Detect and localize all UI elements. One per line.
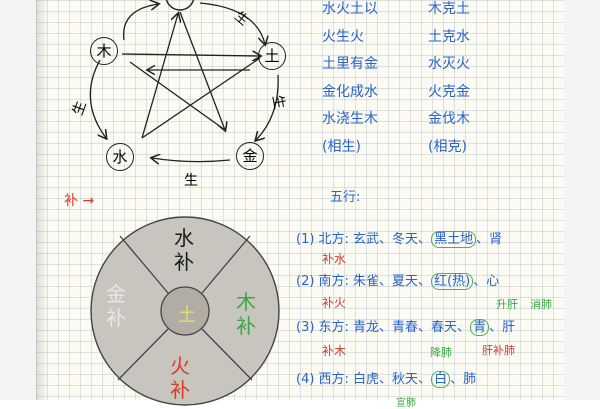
circle-north-label: 水 补 bbox=[174, 226, 194, 274]
note-line-3-suffix: 、肝 bbox=[489, 320, 516, 335]
ke-line-4: 火克金 bbox=[428, 83, 470, 100]
green-mark-3: 降肺 bbox=[430, 346, 452, 359]
red-marker: 补 → bbox=[64, 190, 94, 210]
south-note: 补 bbox=[170, 378, 190, 402]
note-line-4: (4) 西方: 白虎、秋天、白、肺 bbox=[296, 368, 477, 388]
red-mark-1: 补水 bbox=[322, 252, 347, 266]
top-node-circle bbox=[165, 0, 195, 11]
node-wood-label: 木 bbox=[96, 42, 112, 60]
node-metal-label: 金 bbox=[242, 147, 258, 165]
circle-south-label: 火 补 bbox=[170, 354, 190, 402]
red-side-note: 肝补肺 bbox=[482, 344, 515, 357]
five-elements-star-diagram bbox=[89, 0, 279, 190]
ke-line-3: 水灭火 bbox=[428, 56, 470, 72]
red-mark-3: 补木 bbox=[322, 344, 347, 358]
sheng-line-3: 土里有金 bbox=[322, 56, 378, 72]
page-edge-shadow bbox=[36, 0, 48, 400]
east-element: 木 bbox=[236, 290, 256, 314]
five-direction-circle bbox=[90, 216, 280, 406]
note-line-2-suffix: 、心 bbox=[473, 274, 500, 289]
west-note: 补 bbox=[106, 306, 126, 330]
north-element: 水 bbox=[174, 226, 194, 250]
red-marker-arrow: → bbox=[82, 193, 95, 209]
circle-west-label: 金 补 bbox=[106, 282, 126, 330]
east-note: 补 bbox=[236, 314, 256, 338]
node-earth: 土 bbox=[258, 42, 286, 70]
ke-line-2: 土克水 bbox=[428, 28, 470, 45]
note-line-3-prefix: (3) 东方: 青龙、青春、春天、 bbox=[296, 320, 471, 335]
circle-center-label: 土 bbox=[178, 305, 196, 326]
right-margin bbox=[564, 0, 600, 400]
green-mark-4: 宣肺 bbox=[396, 398, 416, 409]
node-earth-label: 土 bbox=[264, 47, 280, 65]
note-line-2-highlight: 红(热) bbox=[431, 273, 474, 290]
note-line-2: (2) 南方: 朱雀、夏天、红(热)、心 bbox=[296, 270, 500, 290]
note-line-1-prefix: (1) 北方: 玄武、冬天、 bbox=[296, 232, 432, 247]
south-element: 火 bbox=[170, 354, 190, 378]
note-line-3-highlight: 青 bbox=[470, 319, 490, 336]
node-wood: 木 bbox=[90, 37, 118, 65]
west-element: 金 bbox=[106, 282, 126, 306]
note-line-4-highlight: 白 bbox=[431, 371, 451, 388]
red-marker-char: 补 bbox=[64, 193, 78, 209]
node-metal: 金 bbox=[236, 142, 264, 170]
sheng-label-bottom: 生 bbox=[184, 173, 198, 189]
note-line-1-highlight: 黑土地 bbox=[431, 231, 477, 248]
note-line-2-prefix: (2) 南方: 朱雀、夏天、 bbox=[296, 274, 432, 289]
note-line-4-suffix: 、肺 bbox=[450, 372, 477, 387]
node-water: 水 bbox=[106, 143, 134, 171]
green-mark-1: 升肝 bbox=[496, 298, 518, 311]
notes-heading: 五行: bbox=[330, 190, 361, 205]
note-line-1-suffix: 、肾 bbox=[476, 232, 503, 247]
north-note: 补 bbox=[174, 250, 194, 274]
node-water-label: 水 bbox=[112, 148, 128, 166]
sheng-line-2: 火生火 bbox=[322, 28, 364, 45]
red-mark-2: 补火 bbox=[322, 296, 347, 310]
sheng-column: 水火土以 火生火 土里有金 金化成水 水浇生木 (相生) bbox=[322, 0, 378, 161]
note-line-1: (1) 北方: 玄武、冬天、黑土地、肾 bbox=[296, 228, 503, 248]
sheng-caption: (相生) bbox=[322, 138, 361, 155]
note-line-4-prefix: (4) 西方: 白虎、秋天、 bbox=[296, 372, 432, 387]
ke-caption: (相克) bbox=[428, 138, 467, 155]
note-line-3: (3) 东方: 青龙、青春、春天、青、肝 bbox=[296, 316, 516, 336]
ke-line-5: 金伐木 bbox=[428, 111, 470, 127]
sheng-line-4: 金化成水 bbox=[322, 83, 378, 100]
sheng-line-1: 水火土以 bbox=[322, 1, 378, 17]
ke-column: 木克土 土克水 水灭火 火克金 金伐木 (相克) bbox=[428, 0, 470, 161]
ke-line-1: 木克土 bbox=[428, 1, 470, 17]
sheng-line-5: 水浇生木 bbox=[322, 111, 378, 127]
green-mark-2: 消肺 bbox=[530, 298, 552, 311]
circle-east-label: 木 补 bbox=[236, 290, 256, 338]
left-margin bbox=[0, 0, 36, 400]
